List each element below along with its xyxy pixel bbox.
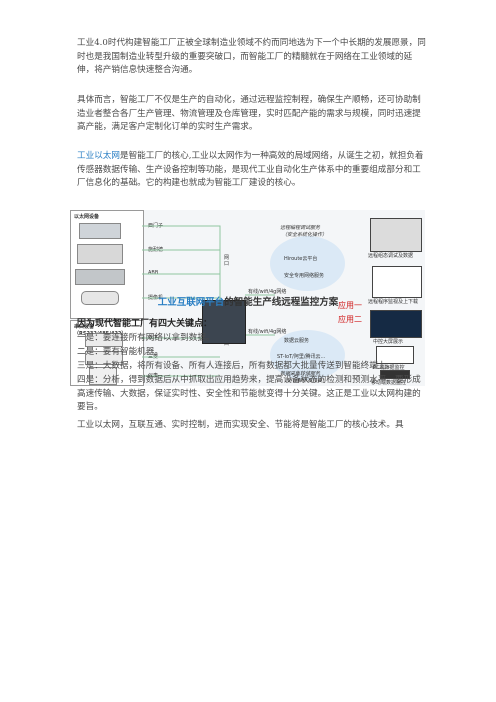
ethernet-highlight: 工业以太网	[77, 151, 120, 161]
figure-caption: 工业互联网平台的智能生产线远程监控方案	[0, 294, 496, 308]
key-point: 一是：要连接所有网络以拿到数据。	[77, 333, 215, 343]
plc-device	[85, 333, 123, 347]
network-link-label: 有线/wifi/4g网络	[248, 329, 287, 335]
key-point: 二是：要有智能机器。	[77, 347, 163, 357]
monitor-screen	[380, 370, 410, 379]
network-diagram: 以太网设备 西门子 施耐德 ABB 摄像机 串口设备（RS232/485/422…	[70, 210, 425, 386]
paragraph-3-text: 是智能工厂的核心,工业以太网作为一种高效的局域网络，从诞生之初，就担负着传感器数…	[77, 151, 424, 189]
cloud-bottom-platform: ST-IoT/阿里/腾讯云...	[277, 354, 326, 360]
intro-paragraph-3: 工业以太网是智能工厂的核心,工业以太网作为一种高效的局域网络，从诞生之初，就担负…	[77, 150, 427, 191]
camera-device	[81, 291, 119, 305]
cloud-platform-bottom	[270, 330, 345, 380]
section-heading: 因为现代智能工厂有四大关键点：	[77, 319, 213, 329]
plc-device	[75, 269, 125, 285]
plc-device	[77, 244, 123, 264]
ethernet-port-label: 网口	[224, 255, 230, 267]
plc-device	[85, 351, 123, 365]
cloud-bottom-note: 数据云服务	[284, 338, 310, 344]
caption-highlight: 工业互联网平台	[157, 297, 225, 308]
cloud-bottom-subtitle: （协议解析及转换）	[282, 378, 328, 384]
cloud-top-title: 远程编程调试服务	[280, 225, 321, 231]
gateway-device	[202, 300, 246, 344]
device-label: ABB	[148, 270, 159, 276]
monitor-screen	[370, 218, 422, 252]
application-two-label: 应用二	[338, 315, 362, 324]
key-point: 四是：分析，得到数据后从中抓取出应用趋势来，提高设备状态的检测和预测水平。要形成…	[77, 375, 421, 413]
monitor-screen	[376, 346, 414, 364]
screen-label: PC端数据监控	[373, 365, 405, 371]
meter-device	[89, 367, 117, 385]
serial-device-group: 串口设备（RS232/485/422）	[70, 320, 144, 386]
application-one-label: 应用一	[338, 301, 362, 310]
caption-text: 的智能生产线远程监控方案	[224, 297, 339, 308]
intro-paragraph-2: 具体而言，智能工厂不仅是生产的自动化，通过远程监控制程，确保生产顺畅，还可协助制…	[77, 95, 421, 133]
network-link-label: 有线/wifi/4g网络	[248, 289, 287, 295]
cloud-top-platform: Hiroute云平台	[284, 256, 318, 262]
screen-label: 远程程序监视及上下载	[368, 299, 419, 305]
monitor-screen	[372, 266, 422, 298]
closing-paragraph: 工业以太网，互联互通、实时控制，进而实现安全、节能将是智能工厂的核心技术。具	[77, 420, 404, 430]
ethernet-device-group: 以太网设备	[70, 210, 144, 319]
screen-label: 远程组态调试及数据	[368, 253, 414, 259]
ethernet-group-label: 以太网设备	[74, 214, 100, 220]
cloud-platform-top	[270, 236, 345, 291]
cloud-bottom-title: 数据采集转储服务	[280, 371, 321, 377]
cloud-top-subtitle: （安全系统化操作）	[282, 232, 328, 238]
plc-device	[79, 223, 121, 239]
screen-label: 移动端数据监控	[371, 380, 407, 386]
monitor-screen	[370, 310, 422, 338]
key-point: 三是：大数据，将所有设备、所有人连接后，所有数据都大批量传送到智能终端上。	[77, 361, 395, 371]
intro-paragraph-1: 工业4.0时代构建智能工厂正被全球制造业领域不约而同地选为下一个中长期的发展愿景…	[77, 38, 426, 76]
cloud-top-note: 安全专用网络服务	[284, 273, 325, 279]
screen-label: 中控大屏展示	[373, 339, 404, 345]
